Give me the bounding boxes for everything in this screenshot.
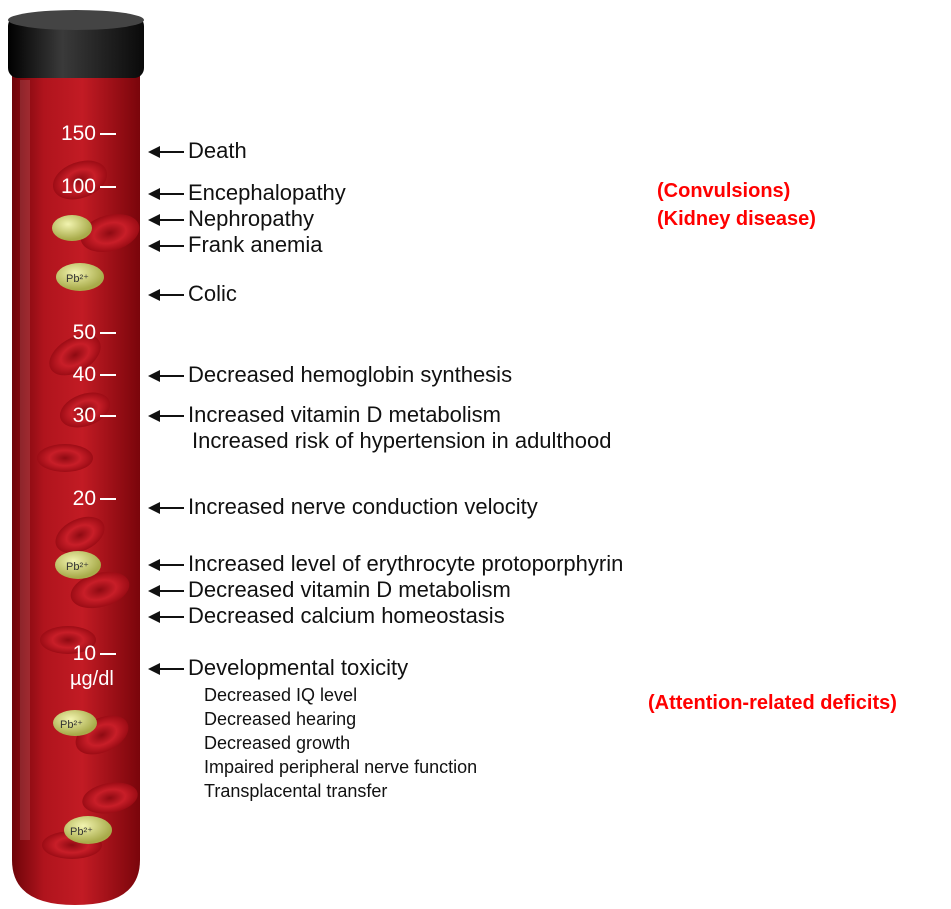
arrow-left-icon (148, 214, 184, 226)
arrow-left-icon (148, 559, 184, 571)
note-kidney-disease: (Kidney disease) (657, 208, 816, 231)
scale-tick-20: 20 (56, 487, 116, 511)
effect-nerve-conduction: Increased nerve conduction velocity (148, 494, 538, 520)
effect-encephalopathy: Encephalopathy (148, 180, 346, 206)
sub-transplacental: Transplacental transfer (204, 781, 387, 802)
arrow-left-icon (148, 146, 184, 158)
pb-ion-label: Pb²⁺ (60, 719, 83, 731)
effect-increased-vitamin-d: Increased vitamin D metabolism (148, 402, 501, 428)
effect-hemoglobin: Decreased hemoglobin synthesis (148, 362, 512, 388)
effect-colic: Colic (148, 281, 237, 307)
arrow-left-icon (148, 663, 184, 675)
arrow-left-icon (148, 188, 184, 200)
arrow-left-icon (148, 502, 184, 514)
scale-tick-150: 150 (56, 122, 116, 146)
arrow-left-icon (148, 585, 184, 597)
effect-nephropathy: Nephropathy (148, 206, 314, 232)
effect-developmental-toxicity: Developmental toxicity (148, 655, 408, 681)
scale-tick-40: 40 (56, 363, 116, 387)
effect-frank-anemia: Frank anemia (148, 232, 323, 258)
sub-peripheral-nerve: Impaired peripheral nerve function (204, 757, 477, 778)
effect-calcium-homeostasis: Decreased calcium homeostasis (148, 603, 505, 629)
sub-iq-level: Decreased IQ level (204, 685, 357, 706)
scale-tick-10: 10 (56, 642, 116, 666)
arrow-left-icon (148, 240, 184, 252)
effect-erythrocyte-protoporphyrin: Increased level of erythrocyte protoporp… (148, 551, 623, 577)
pb-ion-label: Pb²⁺ (66, 273, 89, 285)
scale-tick-30: 30 (56, 404, 116, 428)
scale-tick-100: 100 (56, 175, 116, 199)
effect-decreased-vitamin-d: Decreased vitamin D metabolism (148, 577, 511, 603)
scale-tick-50: 50 (56, 321, 116, 345)
arrow-left-icon (148, 289, 184, 301)
note-convulsions: (Convulsions) (657, 180, 790, 203)
effect-death: Death (148, 138, 247, 164)
effect-hypertension: Increased risk of hypertension in adulth… (192, 428, 611, 454)
sub-hearing: Decreased hearing (204, 709, 356, 730)
arrow-left-icon (148, 410, 184, 422)
scale-unit: µg/dl (70, 668, 114, 691)
pb-ion-label: Pb²⁺ (66, 561, 89, 573)
arrow-left-icon (148, 370, 184, 382)
sub-growth: Decreased growth (204, 733, 350, 754)
arrow-left-icon (148, 611, 184, 623)
note-attention-deficits: (Attention-related deficits) (648, 692, 897, 715)
pb-ion-label: Pb²⁺ (70, 826, 93, 838)
